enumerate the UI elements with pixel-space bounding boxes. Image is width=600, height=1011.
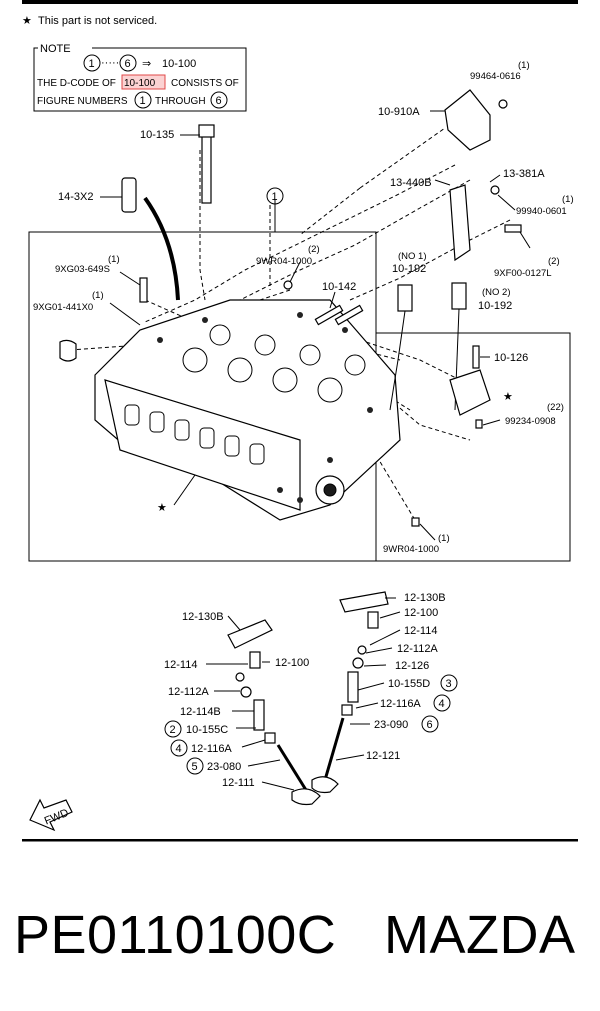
label-12-116A-right: 12-116A <box>380 698 421 710</box>
label-13-440B: 13-440B <box>390 177 432 189</box>
header-star: ★ <box>22 15 32 27</box>
star-marker-right: ★ <box>503 391 513 403</box>
label-23-080: 23-080 <box>207 761 241 773</box>
qty-9WR04a: (2) <box>308 244 320 255</box>
note-line3-pre: FIGURE NUMBERS <box>37 96 128 107</box>
circle-5: 5 <box>192 761 198 773</box>
circle-4-right: 4 <box>439 698 445 710</box>
label-12-114-right: 12-114 <box>404 625 437 637</box>
label-10-192-a: 10-192 <box>392 263 426 275</box>
label-no1: (NO 1) <box>398 251 427 262</box>
label-9XG03-649S: 9XG03-649S <box>55 264 110 275</box>
label-99464-0616: 99464-0616 <box>470 71 521 82</box>
label-12-112A-left: 12-112A <box>168 686 209 698</box>
circle-6: 6 <box>427 719 433 731</box>
label-14-3X2: 14-3X2 <box>58 191 93 203</box>
label-9WR04-1000-b: 9WR04-1000 <box>383 544 439 555</box>
label-23-090: 23-090 <box>374 719 408 731</box>
note-line2-code: 10-100 <box>124 78 156 89</box>
qty-9XG03: (1) <box>108 254 120 265</box>
label-9XF00-0127L: 9XF00-0127L <box>494 268 552 279</box>
valve-train-drawing <box>227 591 389 806</box>
part-caption: PE0110100C MAZDA <box>0 890 600 980</box>
cylinder-head-drawing <box>94 299 401 521</box>
note-box: NOTE 1 ····· 6 ⇒ 10-100 THE D-CODE OF 10… <box>33 41 247 112</box>
label-99940-0601: 99940-0601 <box>516 206 567 217</box>
circle-4-left: 4 <box>176 743 182 755</box>
not-serviced-text: This part is not serviced. <box>38 15 157 27</box>
side-box <box>376 332 571 562</box>
fwd-arrow-icon: FWD <box>29 798 73 832</box>
qty-9WR04b: (1) <box>438 533 450 544</box>
label-10-142: 10-142 <box>322 281 356 293</box>
valve-leaders <box>206 597 401 791</box>
label-10-192-b: 10-192 <box>478 300 512 312</box>
label-no2: (NO 2) <box>482 287 511 298</box>
note-code-highlight <box>121 74 166 90</box>
qty-9XG01: (1) <box>92 290 104 301</box>
qty-99940: (1) <box>562 194 574 205</box>
part-code: PE0110100C <box>14 905 337 965</box>
label-10-135: 10-135 <box>140 129 174 141</box>
leader-lines <box>100 110 531 541</box>
note-line3-mid: THROUGH <box>155 96 206 107</box>
label-10-910A: 10-910A <box>378 106 420 118</box>
label-12-112A-right: 12-112A <box>397 643 438 655</box>
note-dots: ····· <box>101 57 119 69</box>
valve-labels: 12-130B 12-130B 12-100 12-114 12-112A 12… <box>164 592 458 789</box>
label-13-381A: 13-381A <box>503 168 545 180</box>
label-12-100-right: 12-100 <box>404 607 438 619</box>
label-12-121: 12-121 <box>366 750 400 762</box>
top-labels: (1) 99464-0616 10-910A 10-135 13-440B 13… <box>33 60 574 555</box>
note-line3-to: 6 <box>216 95 222 107</box>
note-line2-post: CONSISTS OF <box>171 78 239 89</box>
label-9WR04-1000-a: 9WR04-1000 <box>256 256 312 267</box>
note-circle-to: 6 <box>125 58 131 70</box>
note-arrow: ⇒ <box>142 58 151 70</box>
top-rule <box>22 0 578 4</box>
label-12-130B-left: 12-130B <box>182 611 224 623</box>
note-code: 10-100 <box>162 58 196 70</box>
note-title: NOTE <box>40 43 71 55</box>
label-10-126: 10-126 <box>494 352 528 364</box>
label-12-130B-right: 12-130B <box>404 592 446 604</box>
qty-99464: (1) <box>518 60 530 71</box>
label-12-116A-left: 12-116A <box>191 743 232 755</box>
label-9XG01-441X0: 9XG01-441X0 <box>33 302 93 313</box>
label-12-111: 12-111 <box>222 777 255 789</box>
label-12-100-left: 12-100 <box>275 657 309 669</box>
circle-1: 1 <box>272 191 278 203</box>
label-12-126: 12-126 <box>395 660 429 672</box>
bottom-rule <box>22 839 578 842</box>
qty-9XF00: (2) <box>548 256 560 267</box>
circle-2: 2 <box>170 724 176 736</box>
label-12-114B: 12-114B <box>180 706 221 718</box>
qty-99234: (22) <box>547 402 564 413</box>
parts-top <box>59 89 522 527</box>
note-circle-from: 1 <box>89 58 95 70</box>
label-10-155D: 10-155D <box>388 678 430 690</box>
brand-name: MAZDA <box>384 905 576 965</box>
star-marker-left: ★ <box>157 502 167 514</box>
label-10-155C: 10-155C <box>186 724 228 736</box>
note-line2-pre: THE D-CODE OF <box>37 78 116 89</box>
label-12-114-left: 12-114 <box>164 659 197 671</box>
note-line3-from: 1 <box>140 95 146 107</box>
circle-3: 3 <box>446 678 452 690</box>
label-99234-0908: 99234-0908 <box>505 416 556 427</box>
